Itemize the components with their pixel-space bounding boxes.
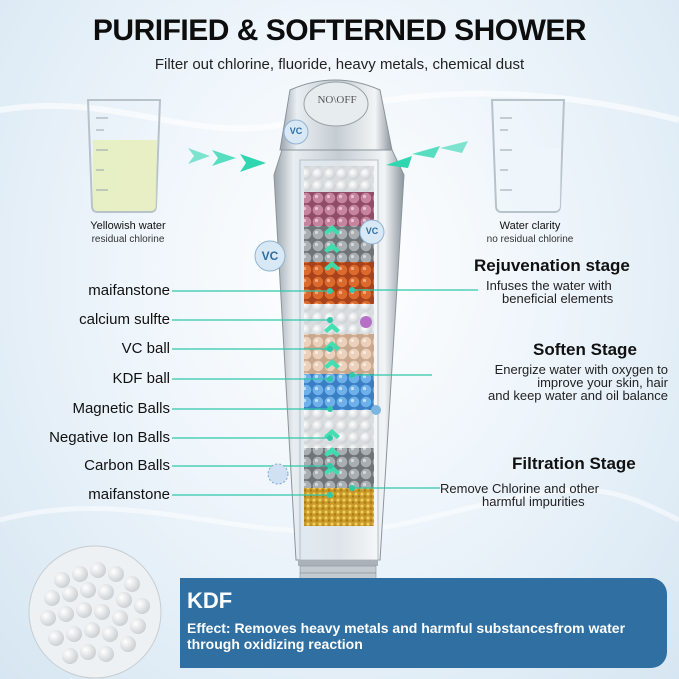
beaker-right-sub: no residual chlorine (486, 234, 574, 245)
vc-badge: VC (261, 249, 279, 263)
beaker-right-caption: Water clarity no residual chlorine (460, 219, 600, 247)
stage-title-soften: Soften Stage (533, 340, 637, 359)
vc-bubble-3 (254, 240, 286, 272)
layer-label-carbon-balls: Carbon Balls (84, 457, 170, 474)
beaker-left-caption: Yellowish water residual chlorine (58, 219, 198, 247)
layer-label-maifanstone-bottom: maifanstone (88, 486, 170, 503)
stage-desc-line: beneficial elements (502, 291, 614, 306)
layer-label-negative-ion-balls: Negative Ion Balls (49, 429, 170, 446)
stage-desc-rejuvenation: Infuses the water with beneficial elemen… (486, 279, 656, 305)
vc-bubble-1 (283, 119, 309, 145)
layer-label-vc-ball: VC ball (121, 340, 170, 357)
layer-label-maifanstone-top: maifanstone (88, 282, 170, 299)
kdf-info-panel (180, 578, 667, 668)
beaker-right-title: Water clarity (499, 220, 561, 232)
kdf-ball-pile (28, 545, 162, 679)
kdf-title: KDF (187, 588, 233, 613)
beaker-right (490, 99, 566, 213)
layer-label-calcium-sulfite: calcium sulfte (79, 311, 170, 328)
vc-badge: VC (365, 226, 379, 236)
kdf-effect-text: Effect: Removes heavy metals and harmful… (187, 620, 626, 652)
stage-desc-line: Remove Chlorine and other (440, 481, 599, 496)
layer-label-kdf-ball: KDF ball (112, 370, 170, 387)
stage-title-rejuvenation: Rejuvenation stage (474, 256, 630, 275)
vc-badge: VC (289, 126, 303, 136)
stage-desc-line: improve your skin, hair (537, 375, 668, 390)
stage-desc-line: Infuses the water with (486, 278, 612, 293)
layer-label-magnetic-balls: Magnetic Balls (72, 400, 170, 417)
stage-title-filtration: Filtration Stage (512, 454, 636, 473)
vc-bubble-2 (359, 219, 385, 245)
page-subtitle: Filter out chlorine, fluoride, heavy met… (154, 56, 525, 73)
beaker-left-title: Yellowish water (90, 220, 166, 232)
stage-desc-filtration: Remove Chlorine and other harmful impuri… (440, 482, 650, 508)
page-title: PURIFIED & SOFTERNED SHOWER (92, 14, 587, 47)
beaker-left-sub: residual chlorine (91, 234, 165, 245)
beaker-left (86, 99, 162, 213)
stage-desc-line: harmful impurities (482, 494, 585, 509)
stage-desc-line: and keep water and oil balance (488, 388, 668, 403)
stage-desc-soften: Energize water with oxygen to improve yo… (428, 363, 668, 402)
switch-label: NO\OFF (317, 94, 357, 106)
stage-desc-line: Energize water with oxygen to (494, 362, 668, 377)
